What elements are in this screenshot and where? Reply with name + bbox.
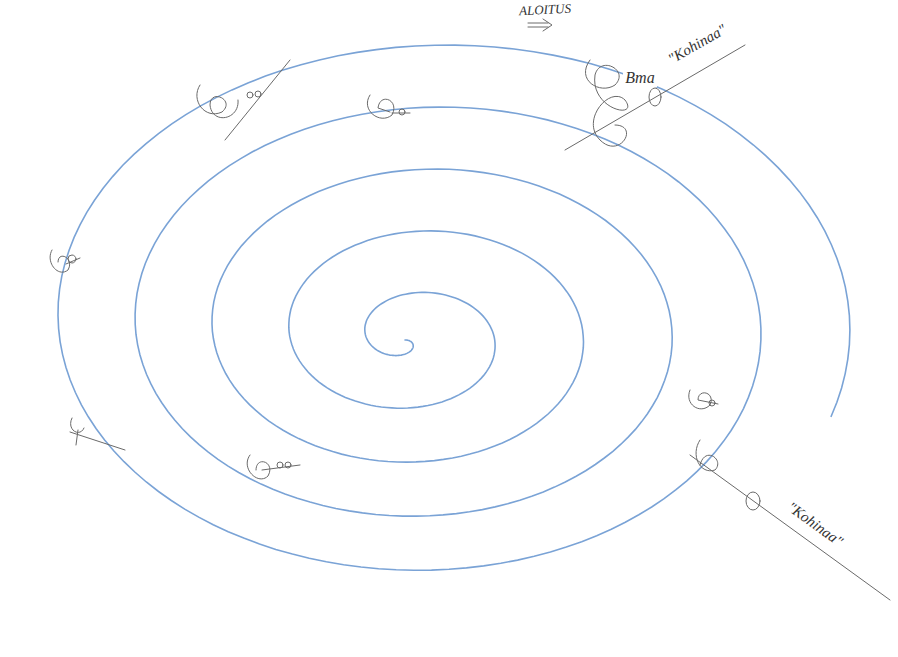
wheel-dot <box>68 255 76 263</box>
start-label: ALOITUS <box>517 1 574 18</box>
rider-sketch <box>696 440 718 471</box>
rider-sketch <box>247 455 300 479</box>
wheel-dot <box>277 462 283 468</box>
rider-sketch <box>689 390 718 409</box>
noise-label: "Kohinaa" <box>663 20 730 68</box>
start-arrow <box>528 19 552 31</box>
rider-sketch <box>585 60 627 146</box>
spiral-line <box>58 45 850 570</box>
microphone-circle <box>746 492 760 510</box>
wheel-dot <box>709 400 715 406</box>
sketch-label: Bma <box>623 69 656 87</box>
leader-line <box>565 45 745 150</box>
leader-line <box>690 455 890 600</box>
microphone-circle <box>649 88 661 106</box>
wheel-dot <box>285 462 291 468</box>
pencil-sketches <box>50 19 890 600</box>
rider-sketch <box>70 418 125 450</box>
rider-sketch <box>197 60 290 140</box>
wheel-dot <box>399 109 405 115</box>
rider-sketch <box>367 95 410 118</box>
wheel-dot <box>255 91 261 97</box>
noise-label: "Kohinaa" <box>783 497 848 550</box>
rider-sketch <box>50 250 80 272</box>
wheel-dot <box>247 92 253 98</box>
